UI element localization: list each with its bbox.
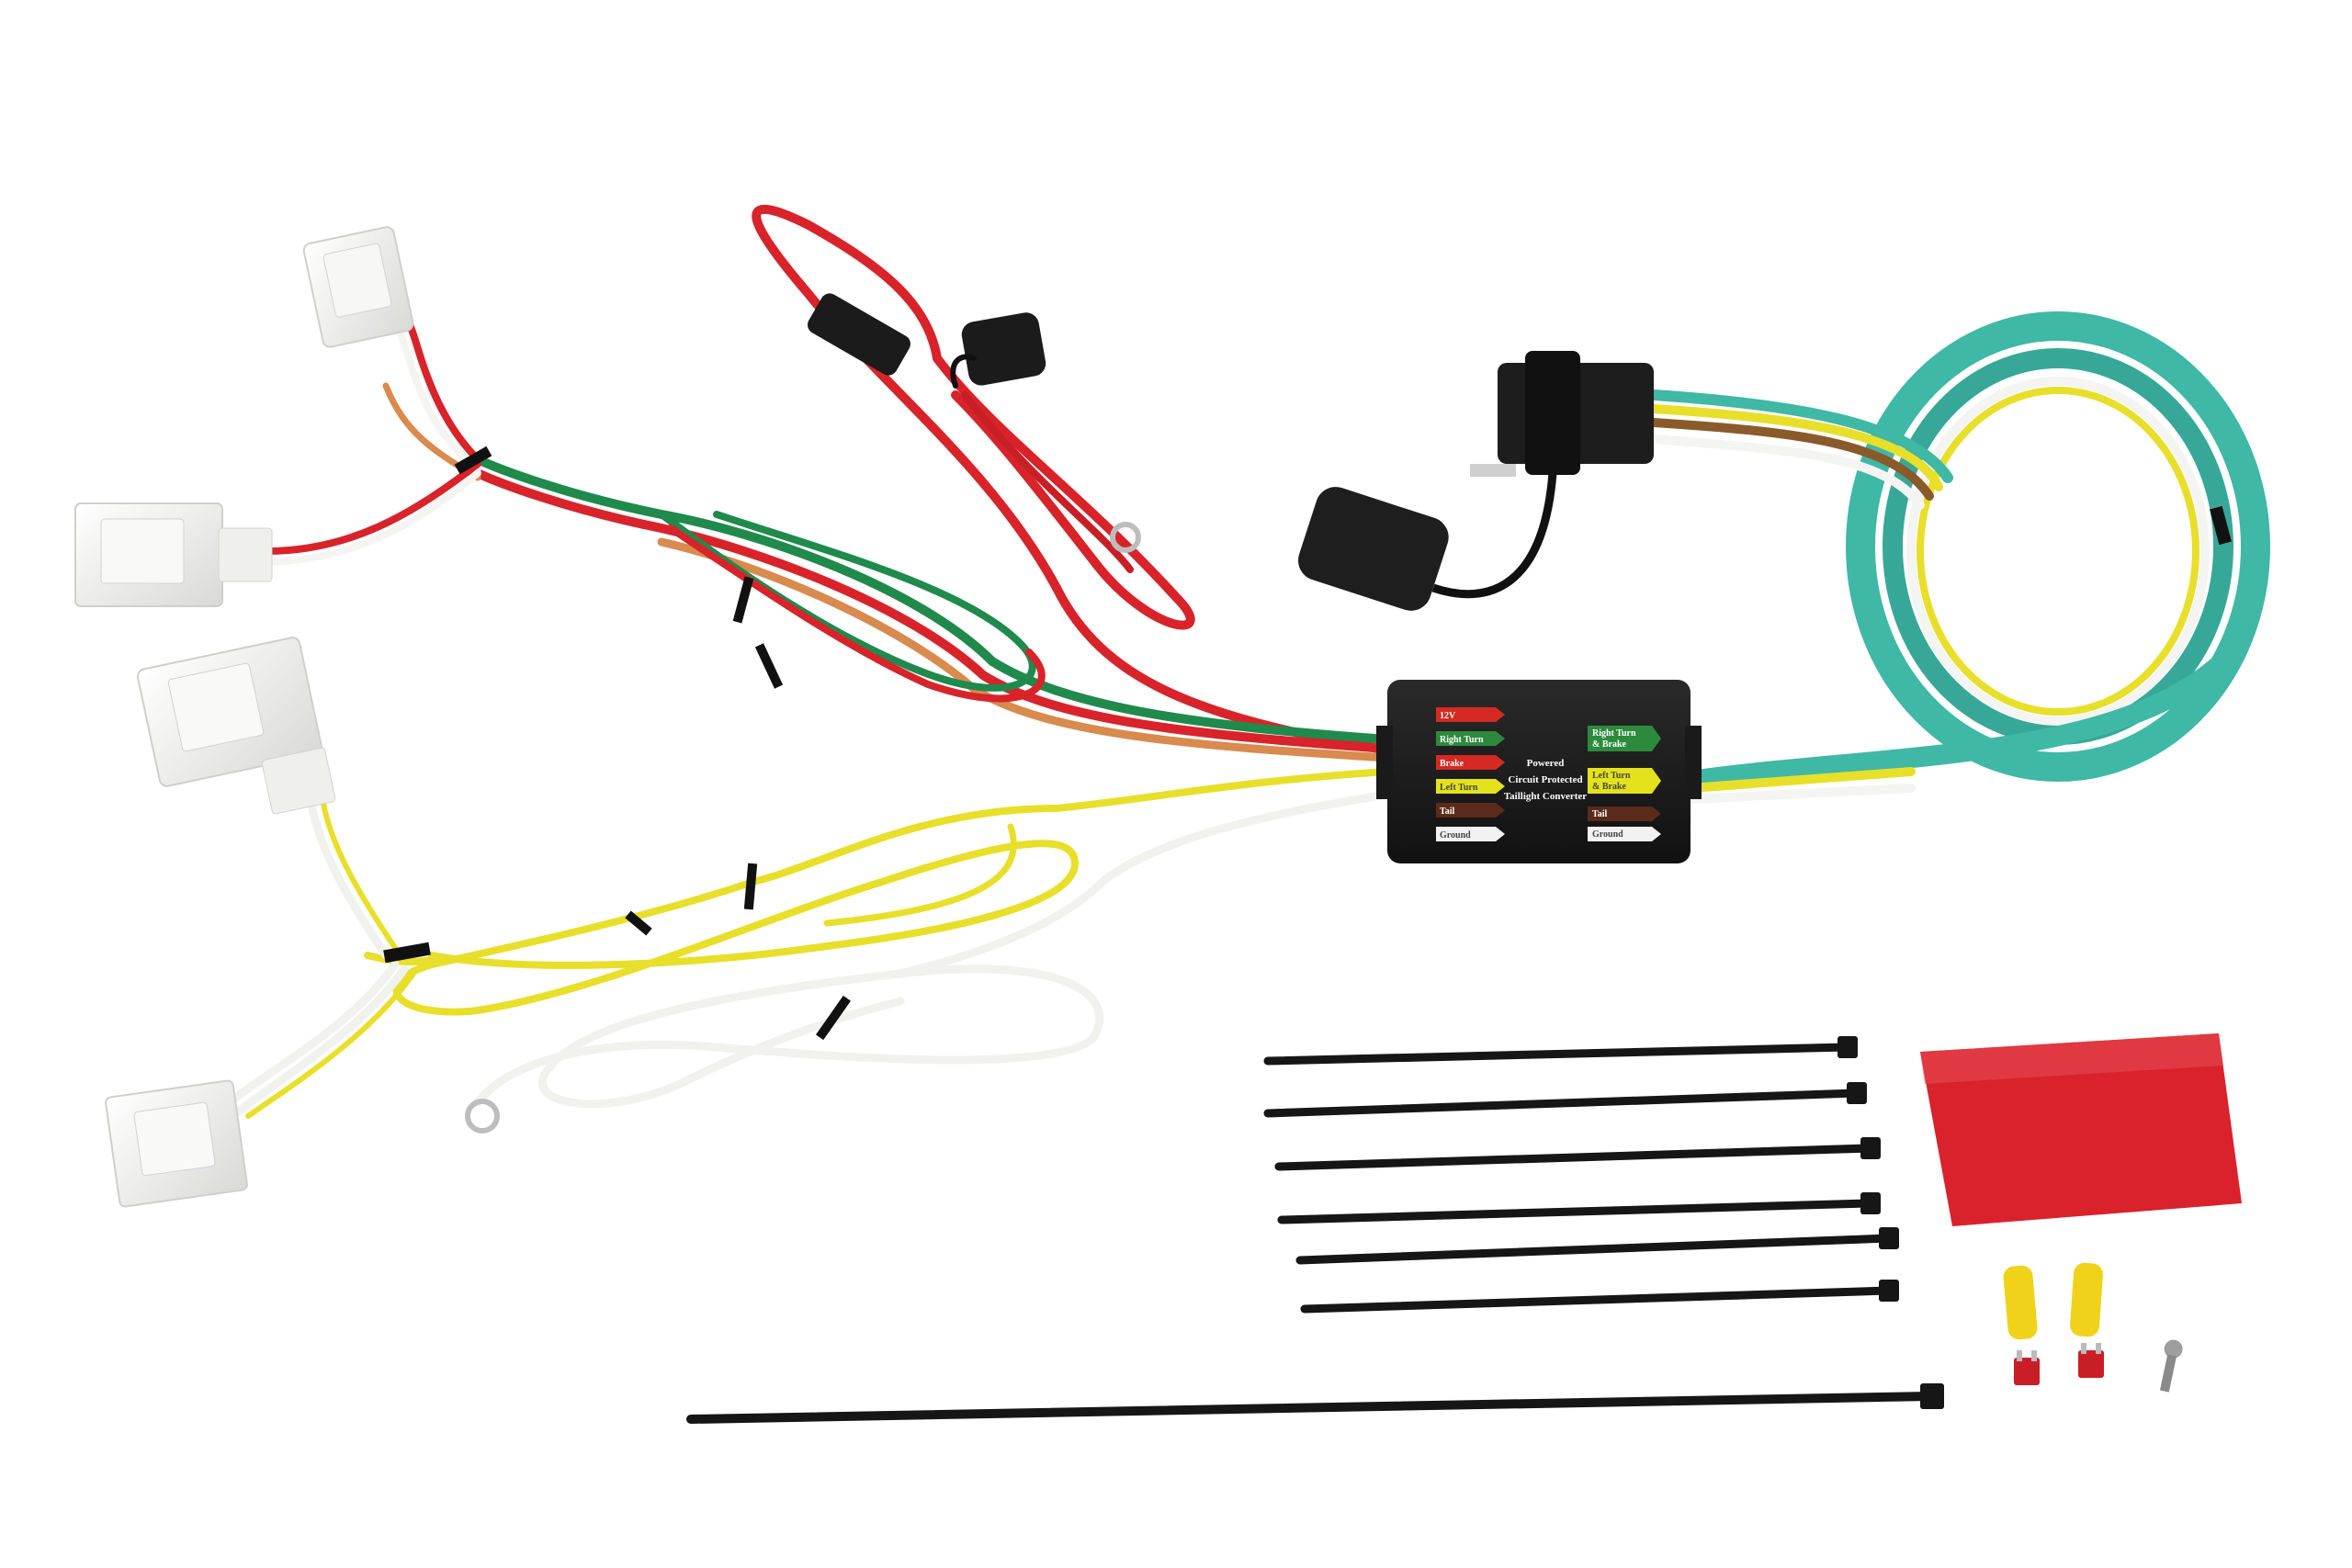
converter-input-arrow (1436, 731, 1505, 746)
white-branch-wires (225, 801, 431, 1119)
converter-input-arrow (1436, 707, 1505, 722)
zip-tie (1263, 1082, 1867, 1118)
zip-tie (1295, 1227, 1899, 1265)
zip-tie (1263, 1036, 1858, 1066)
red-adhesive-pad (1920, 1033, 2242, 1226)
converter-output-arrow (1588, 827, 1661, 841)
white-ground-wire (465, 790, 1392, 1134)
converter-input-arrow (1436, 803, 1505, 818)
hardware-parts (2003, 1262, 2183, 1393)
converter-output-label: Left Turn (1592, 771, 1631, 781)
converter-input-label: Brake (1440, 759, 1464, 769)
four-wire-flat-harness (1648, 311, 2270, 804)
converter-input-label: Ground (1440, 830, 1471, 840)
screw (2159, 1339, 2183, 1393)
oem-connector-top (302, 226, 414, 348)
mini-fuse (2014, 1358, 2040, 1385)
converter-input-label: Tail (1440, 807, 1455, 817)
red-power-wire (752, 204, 1383, 753)
zip-tie-long (686, 1383, 1944, 1424)
yellow-butt-connector (2070, 1262, 2103, 1337)
oem-connector-lower-left (136, 637, 336, 815)
converter-title-line1: Powered (1527, 758, 1565, 769)
converter-input-label: 12V (1440, 711, 1456, 721)
converter-output-arrow (1588, 726, 1661, 751)
converter-title-line2: Circuit Protected (1508, 774, 1582, 785)
converter-output-arrow (1588, 768, 1661, 794)
zip-ties (686, 1036, 1944, 1424)
converter-input-label: Left Turn (1440, 783, 1478, 793)
converter-output-label: Tail (1592, 809, 1608, 819)
converter-output-arrow (1588, 807, 1661, 821)
converter-input-label: Right Turn (1440, 735, 1484, 745)
zip-tie (1274, 1137, 1881, 1171)
converter-output-label-line2: & Brake (1592, 739, 1627, 750)
converter-input-arrow (1436, 755, 1505, 770)
converter-input-arrow (1436, 827, 1505, 841)
converter-output-label: Ground (1592, 829, 1623, 840)
yellow-butt-connector (2003, 1265, 2038, 1340)
vehicle-side-harness (263, 270, 1392, 762)
oem-connector-bottom-left (105, 1079, 248, 1208)
converter-title-line3: Taillight Converter (1504, 791, 1587, 802)
converter-output-label-line2: & Brake (1592, 782, 1627, 792)
trailer-4-pin-connector (1298, 351, 1654, 611)
oem-connector-mid-left (74, 502, 273, 607)
mini-fuse (2078, 1350, 2104, 1378)
converter-output-label: Right Turn (1592, 728, 1636, 739)
zip-tie (1277, 1192, 1881, 1224)
zip-tie (1300, 1280, 1899, 1314)
converter-input-arrow (1436, 779, 1505, 794)
